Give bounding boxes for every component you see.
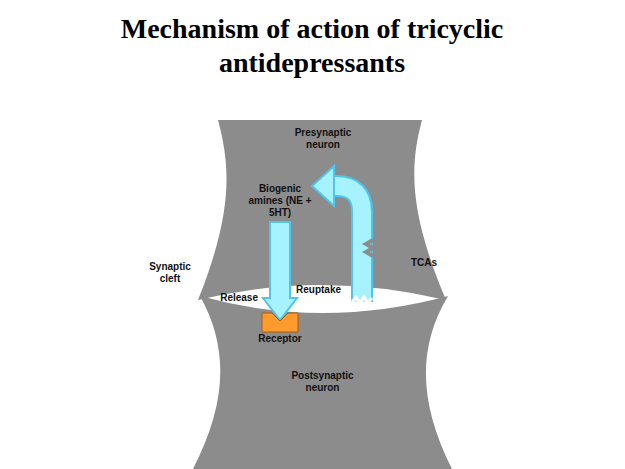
- presynaptic-neuron: Presynaptic neuronBiogenic amines (NE + …: [198, 120, 448, 302]
- reuptake-label: Reuptake: [296, 284, 341, 296]
- cleft-label: Synaptic cleft: [138, 261, 202, 285]
- presynaptic-neuron-label: Presynaptic neuron: [283, 127, 363, 151]
- postsynaptic-neuron: Postsynaptic neuron Receptor: [193, 296, 452, 469]
- diagram-title: Mechanism of action of tricyclic antidep…: [72, 12, 552, 80]
- biogenic-amines-label: Biogenic amines (NE + 5HT): [245, 183, 315, 219]
- biogenic-amines: Biogenic amines (NE + 5HT): [243, 183, 317, 219]
- presynaptic-shape: [198, 120, 446, 300]
- edge-label: Release: [220, 292, 258, 304]
- receptor: Receptor: [253, 312, 307, 345]
- receptor-shape: [260, 312, 300, 333]
- reuptake-arrow: [312, 166, 373, 303]
- release-arrow: [263, 222, 297, 320]
- drug-label: TCAs: [411, 257, 437, 269]
- postsynaptic-neuron-label: Postsynaptic neuron: [283, 370, 363, 394]
- postsynaptic-shape: [193, 296, 452, 469]
- receptor-label: Receptor: [253, 333, 307, 345]
